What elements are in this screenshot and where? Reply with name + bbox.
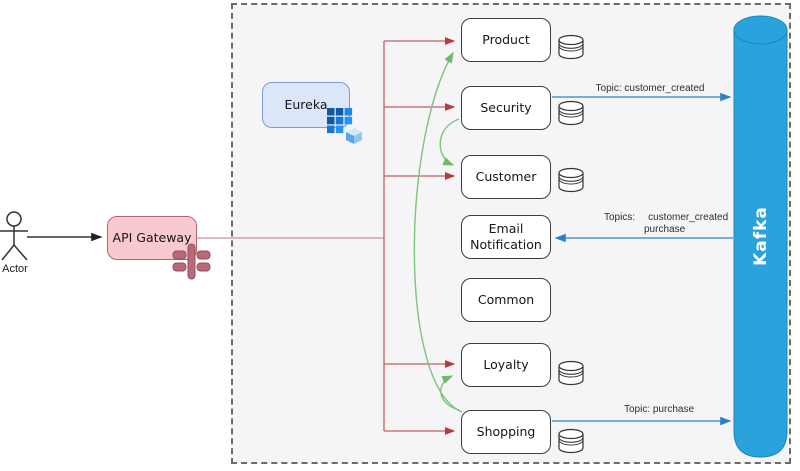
actor-label: Actor [2,263,28,275]
topics-prefix: Topics: [604,212,636,223]
service-label-customer: Customer [475,169,537,185]
database-icon-customer [556,166,586,194]
service-label-common: Common [477,292,535,308]
topic-label-customer-created: Topic: customer_created [595,83,705,94]
eureka-label: Eureka [284,97,328,113]
service-box-email-notification: Email Notification [461,215,551,259]
database-icon-security [556,99,586,127]
service-box-shopping: Shopping [461,410,551,454]
actor-icon [0,211,28,261]
database-icon-loyalty [556,359,586,387]
service-box-security: Security [461,86,551,130]
gateway-icon [172,243,211,280]
eureka-blocks-icon [327,108,362,144]
eureka-node: Eureka [262,82,350,128]
service-box-common: Common [461,278,551,322]
database-icon-product [556,33,586,61]
api-gateway-label: API Gateway [112,230,192,246]
service-box-product: Product [461,18,551,62]
database-icon-shopping [556,427,586,455]
service-label-loyalty: Loyalty [483,357,529,373]
service-label-product: Product [482,32,530,48]
topics-line1: customer_created [648,212,729,223]
service-label-shopping: Shopping [476,424,536,440]
kafka-cylinder [733,15,788,458]
topic-label-purchase: Topic: purchase [623,404,695,415]
service-box-customer: Customer [461,155,551,199]
service-label-email-notification: Email Notification [470,221,542,252]
service-label-security: Security [480,100,532,116]
topics-line2: purchase [644,224,686,235]
service-box-loyalty: Loyalty [461,343,551,387]
topic-label-email-subscriptions: Topics: customer_created purchase [604,212,754,236]
